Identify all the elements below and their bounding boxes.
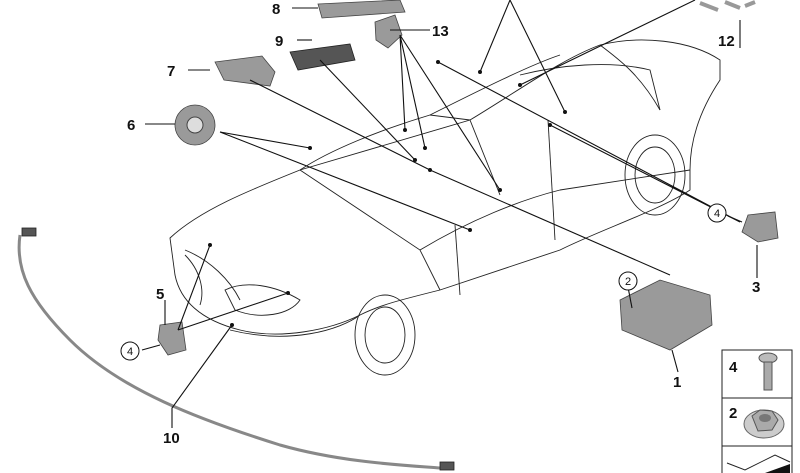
callout-circled-4-front[interactable]: 4 <box>120 341 140 361</box>
label-part-3[interactable]: 3 <box>752 279 760 296</box>
part-9-switch <box>289 43 356 71</box>
part-7-sensor <box>214 55 276 87</box>
callout-text: 4 <box>714 208 720 220</box>
part-3-sensor <box>741 211 779 243</box>
label-part-9[interactable]: 9 <box>275 33 283 50</box>
wiring-harness <box>17 234 441 470</box>
label-part-13[interactable]: 13 <box>432 23 449 40</box>
harness-connector <box>21 227 37 237</box>
leader-endpoints <box>208 60 567 327</box>
arrow-icon <box>726 454 791 473</box>
label-part-12[interactable]: 12 <box>718 33 735 50</box>
label-part-7[interactable]: 7 <box>167 63 175 80</box>
part-6-clockspring <box>174 104 216 146</box>
label-part-10[interactable]: 10 <box>163 430 180 447</box>
callout-circled-2[interactable]: 2 <box>618 271 638 291</box>
callout-circled-4-rear[interactable]: 4 <box>707 203 727 223</box>
part-1-control-unit <box>619 279 713 351</box>
callout-text: 4 <box>127 346 133 358</box>
screw-icon <box>758 352 778 391</box>
legend-label-screw: 4 <box>729 359 738 376</box>
callout-text: 2 <box>625 276 631 288</box>
legend-label-nut: 2 <box>729 405 737 422</box>
part-12-strips <box>699 0 756 12</box>
harness-connector <box>439 461 455 471</box>
legend-panel: 4 2 <box>721 349 793 473</box>
nut-icon <box>743 409 785 439</box>
label-part-5[interactable]: 5 <box>156 286 164 303</box>
leader-lines <box>141 0 758 428</box>
label-part-6[interactable]: 6 <box>127 117 135 134</box>
part-5-sensor <box>157 321 187 356</box>
label-part-8[interactable]: 8 <box>272 1 280 18</box>
part-8-module <box>317 0 406 19</box>
label-part-1[interactable]: 1 <box>673 374 681 391</box>
part-13-bracket <box>374 14 403 49</box>
